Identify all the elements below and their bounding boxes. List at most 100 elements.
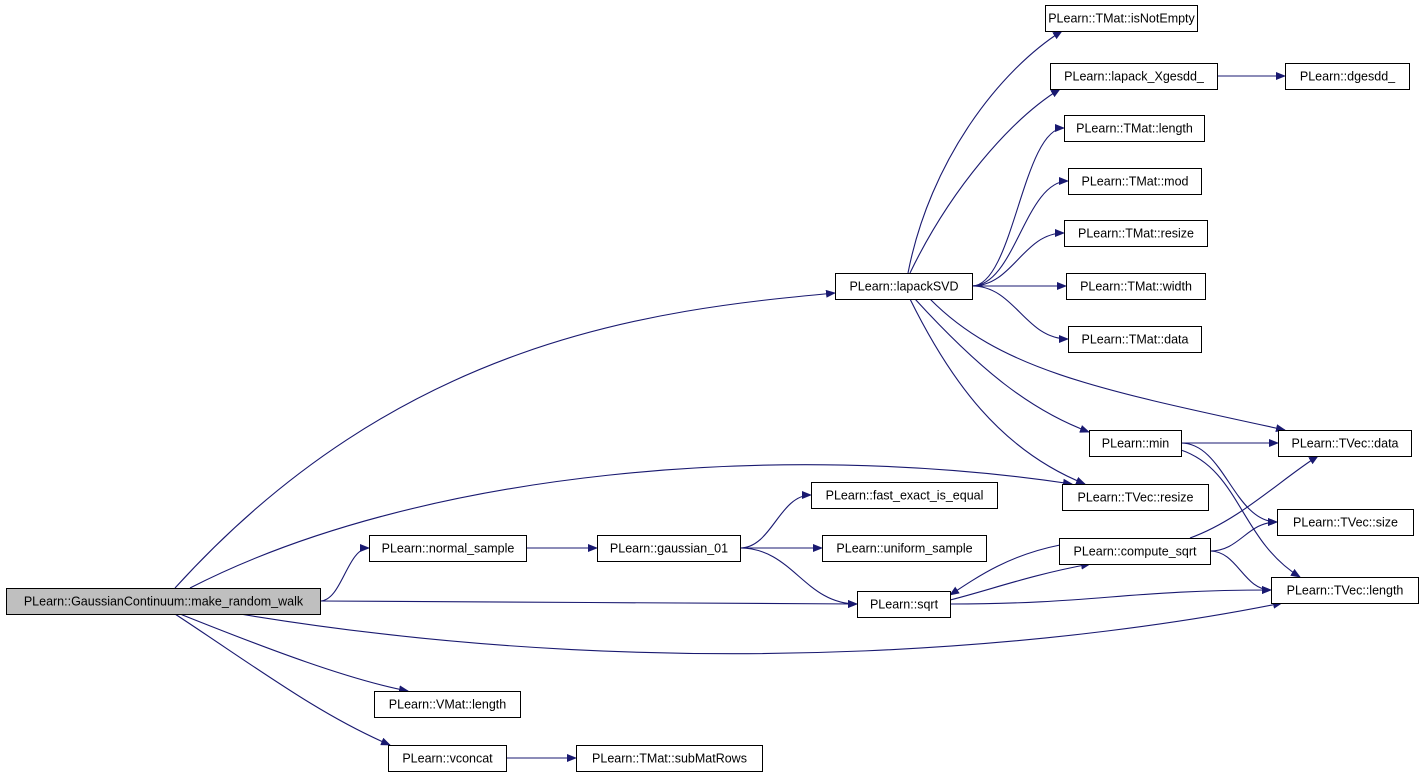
edge-lapackSVD-to-lapackXgesdd: [909, 88, 1061, 274]
node-sqrt[interactable]: PLearn::sqrt: [857, 591, 951, 618]
node-fastExact[interactable]: PLearn::fast_exact_is_equal: [811, 482, 998, 509]
node-label: PLearn::dgesdd_: [1300, 70, 1396, 84]
node-box: [1045, 5, 1198, 32]
node-tmatLength[interactable]: PLearn::TMat::length: [1064, 115, 1205, 142]
node-label: PLearn::uniform_sample: [836, 542, 972, 556]
node-box: [1059, 538, 1211, 565]
node-tvecLength[interactable]: PLearn::TVec::length: [1271, 577, 1419, 604]
node-box: [1068, 168, 1202, 195]
node-computeSqrt[interactable]: PLearn::compute_sqrt: [1059, 538, 1211, 565]
node-box: [576, 745, 763, 772]
node-label: PLearn::lapackSVD: [849, 280, 958, 294]
node-label: PLearn::gaussian_01: [610, 542, 728, 556]
node-label: PLearn::VMat::length: [389, 698, 506, 712]
node-tmatMod[interactable]: PLearn::TMat::mod: [1068, 168, 1202, 195]
edge-gaussian01-to-sqrt: [739, 547, 858, 608]
edge-min-to-tvecSize: [1180, 442, 1278, 526]
edge-lapackSVD-to-tvecResize: [909, 298, 1086, 485]
node-isNotEmpty[interactable]: PLearn::TMat::isNotEmpty: [1045, 5, 1198, 32]
node-tvecData[interactable]: PLearn::TVec::data: [1278, 430, 1412, 457]
edge-lapackSVD-to-tvecData: [929, 298, 1286, 433]
node-box: [597, 535, 741, 562]
edge-root-to-lapackSVD: [174, 289, 836, 589]
edge-root-to-vmatLength: [179, 613, 409, 694]
node-box: [1277, 509, 1414, 536]
node-box: [1089, 430, 1182, 457]
node-label: PLearn::TMat::subMatRows: [592, 752, 747, 766]
node-box: [1068, 326, 1202, 353]
node-box: [811, 482, 998, 509]
edge-lapackSVD-to-min: [914, 298, 1090, 433]
node-gaussian01[interactable]: PLearn::gaussian_01: [597, 535, 741, 562]
edge-root-to-tvecResize: [189, 464, 1073, 589]
node-normalSample[interactable]: PLearn::normal_sample: [369, 535, 527, 562]
edge-computeSqrt-to-tvecData: [1189, 455, 1319, 539]
node-label: PLearn::GaussianContinuum::make_random_w…: [24, 595, 304, 609]
node-box: [1278, 430, 1412, 457]
node-box: [1285, 63, 1410, 90]
node-label: PLearn::min: [1102, 437, 1169, 451]
node-tmatWidth[interactable]: PLearn::TMat::width: [1066, 273, 1206, 300]
node-box: [822, 535, 987, 562]
node-box: [388, 745, 507, 772]
edge-min-to-tvecLength: [1180, 449, 1301, 578]
node-label: PLearn::compute_sqrt: [1074, 545, 1198, 559]
edge-root-to-normalSample: [319, 544, 370, 602]
edge-computeSqrt-to-tvecLength: [1209, 550, 1272, 594]
node-box: [857, 591, 951, 618]
node-box: [374, 691, 521, 718]
edge-lapackSVD-to-tmatResize: [971, 229, 1065, 287]
edge-lapackSVD-to-tmatLength: [971, 124, 1065, 287]
node-lapackXgesdd[interactable]: PLearn::lapack_Xgesdd_: [1050, 63, 1218, 90]
node-label: PLearn::TMat::data: [1081, 333, 1188, 347]
edge-sqrt-to-computeSqrt: [949, 561, 1091, 601]
edge-lapackSVD-to-tmatData: [971, 285, 1069, 343]
edge-computeSqrt-to-tvecSize: [1209, 518, 1278, 552]
node-label: PLearn::sqrt: [870, 598, 939, 612]
node-uniformSample[interactable]: PLearn::uniform_sample: [822, 535, 987, 562]
edge-gaussian01-to-fastExact: [739, 491, 812, 549]
edge-root-to-sqrt: [319, 599, 858, 608]
node-subMatRows[interactable]: PLearn::TMat::subMatRows: [576, 745, 763, 772]
node-label: PLearn::TMat::isNotEmpty: [1048, 12, 1195, 26]
node-tvecResize[interactable]: PLearn::TVec::resize: [1062, 484, 1209, 511]
edge-lapackSVD-to-tmatMod: [971, 177, 1069, 287]
edge-root-to-tvecLength: [239, 600, 1283, 655]
node-box: [6, 588, 321, 615]
node-box: [1064, 220, 1208, 247]
edge-lapackSVD-to-isNotEmpty: [907, 30, 1063, 274]
edges-layer: [174, 30, 1319, 762]
node-dgesdd[interactable]: PLearn::dgesdd_: [1285, 63, 1410, 90]
node-root[interactable]: PLearn::GaussianContinuum::make_random_w…: [6, 588, 321, 615]
node-min[interactable]: PLearn::min: [1089, 430, 1182, 457]
node-tmatResize[interactable]: PLearn::TMat::resize: [1064, 220, 1208, 247]
node-box: [369, 535, 527, 562]
node-label: PLearn::TVec::data: [1291, 437, 1398, 451]
node-vmatLength[interactable]: PLearn::VMat::length: [374, 691, 521, 718]
node-tmatData[interactable]: PLearn::TMat::data: [1068, 326, 1202, 353]
edge-sqrt-to-tvecLength: [949, 586, 1272, 605]
node-label: PLearn::TMat::resize: [1078, 227, 1194, 241]
node-label: PLearn::TMat::length: [1076, 122, 1193, 136]
node-box: [1066, 273, 1206, 300]
node-vconcat[interactable]: PLearn::vconcat: [388, 745, 507, 772]
node-label: PLearn::fast_exact_is_equal: [826, 489, 984, 503]
node-box: [1062, 484, 1209, 511]
node-label: PLearn::TMat::mod: [1082, 175, 1189, 189]
node-box: [1271, 577, 1419, 604]
node-lapackSVD[interactable]: PLearn::lapackSVD: [835, 273, 973, 300]
node-tvecSize[interactable]: PLearn::TVec::size: [1277, 509, 1414, 536]
edge-computeSqrt-to-sqrt: [949, 544, 1061, 596]
node-label: PLearn::TVec::size: [1293, 516, 1398, 530]
edge-root-to-vconcat: [174, 613, 391, 746]
node-label: PLearn::normal_sample: [382, 542, 515, 556]
node-label: PLearn::vconcat: [402, 752, 493, 766]
nodes-layer: PLearn::GaussianContinuum::make_random_w…: [6, 5, 1419, 772]
node-label: PLearn::TVec::resize: [1077, 491, 1193, 505]
node-box: [1050, 63, 1218, 90]
node-label: PLearn::TMat::width: [1080, 280, 1192, 294]
node-label: PLearn::lapack_Xgesdd_: [1064, 70, 1205, 84]
node-box: [835, 273, 973, 300]
node-label: PLearn::TVec::length: [1287, 584, 1404, 598]
